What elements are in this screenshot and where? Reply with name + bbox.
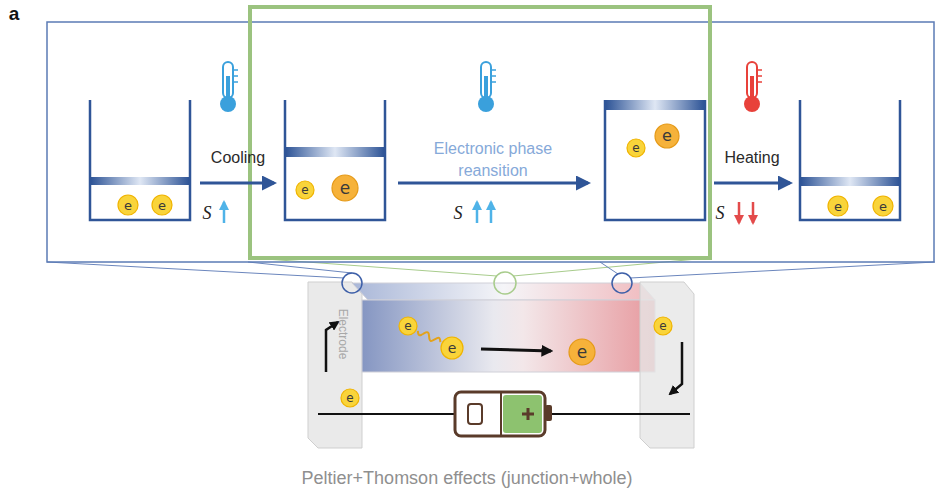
- entropy-arrow: [490, 202, 493, 223]
- energy-well: [285, 100, 385, 220]
- entropy-symbol: S: [716, 201, 725, 225]
- electron: e: [441, 337, 463, 359]
- electron: e: [627, 139, 645, 157]
- electron-label: e: [158, 199, 166, 212]
- electron-label: e: [340, 180, 350, 197]
- electron-label: e: [404, 320, 411, 332]
- wavy-link: [418, 331, 441, 342]
- thermoelectric-bar: [362, 300, 655, 372]
- energy-band: [606, 100, 704, 110]
- electron: e: [654, 317, 672, 335]
- thermometer: [220, 62, 238, 112]
- electron: e: [399, 317, 417, 335]
- battery: [455, 392, 552, 436]
- electron-label: e: [301, 184, 308, 196]
- wire: [552, 413, 690, 415]
- process-label: Heating: [724, 147, 779, 169]
- energy-band: [286, 147, 384, 157]
- entropy-arrow: [476, 202, 479, 223]
- electron: e: [152, 195, 172, 215]
- electron: e: [569, 339, 595, 365]
- zoom-panel: [47, 22, 934, 262]
- electron-label: e: [632, 142, 639, 154]
- process-arrow: [200, 182, 274, 185]
- entropy-symbol: S: [454, 201, 463, 225]
- energy-well: [90, 100, 190, 220]
- electron-label: e: [448, 341, 457, 355]
- zoom-line: [248, 262, 352, 273]
- electron-label: e: [577, 344, 587, 361]
- thermometer: [478, 62, 496, 112]
- entropy-arrow: [223, 202, 226, 223]
- energy-well: [800, 100, 900, 220]
- zoom-line: [513, 258, 708, 276]
- electron-label: e: [346, 392, 353, 404]
- electron: e: [828, 196, 848, 216]
- electron: e: [873, 196, 893, 216]
- panel-letter: a: [9, 1, 20, 27]
- zoom-line: [600, 262, 618, 274]
- process-label: Cooling: [211, 147, 265, 169]
- electron-label: e: [879, 200, 887, 213]
- electron-label: e: [124, 199, 132, 212]
- zoom-line: [630, 262, 935, 278]
- process-arrow: [398, 182, 588, 185]
- electron: e: [118, 195, 138, 215]
- electrode: [308, 282, 362, 448]
- thermometer: [744, 62, 762, 112]
- zoom-circle: [612, 273, 632, 293]
- zoom-circle: [494, 272, 516, 294]
- process-arrow: [714, 182, 790, 185]
- electron-label: e: [659, 320, 666, 332]
- entropy-arrow: [752, 202, 755, 223]
- entropy-arrow: [738, 202, 741, 223]
- electrode-label: Electrode: [335, 309, 351, 360]
- zoom-line: [47, 262, 344, 278]
- entropy-symbol: S: [203, 201, 212, 225]
- caption: Peltier+Thomson effects (junction+whole): [302, 468, 633, 489]
- zoom-circle: [342, 273, 362, 293]
- energy-band: [91, 177, 189, 185]
- electrode: [640, 282, 694, 448]
- electron: e: [332, 175, 358, 201]
- current-arrow: [670, 342, 682, 394]
- process-label: Electronic phase reansition: [408, 138, 578, 181]
- flow-arrow: [481, 349, 551, 351]
- electron: e: [296, 181, 314, 199]
- electron-label: e: [834, 200, 842, 213]
- electron: e: [341, 389, 359, 407]
- wire: [318, 413, 455, 415]
- electron: e: [655, 124, 679, 148]
- thermoelectric-bar: [352, 283, 655, 300]
- electron-label: e: [662, 128, 672, 144]
- energy-band: [801, 177, 899, 186]
- highlight-frame: [250, 7, 710, 258]
- zoom-line: [252, 258, 497, 276]
- energy-well: [605, 100, 705, 220]
